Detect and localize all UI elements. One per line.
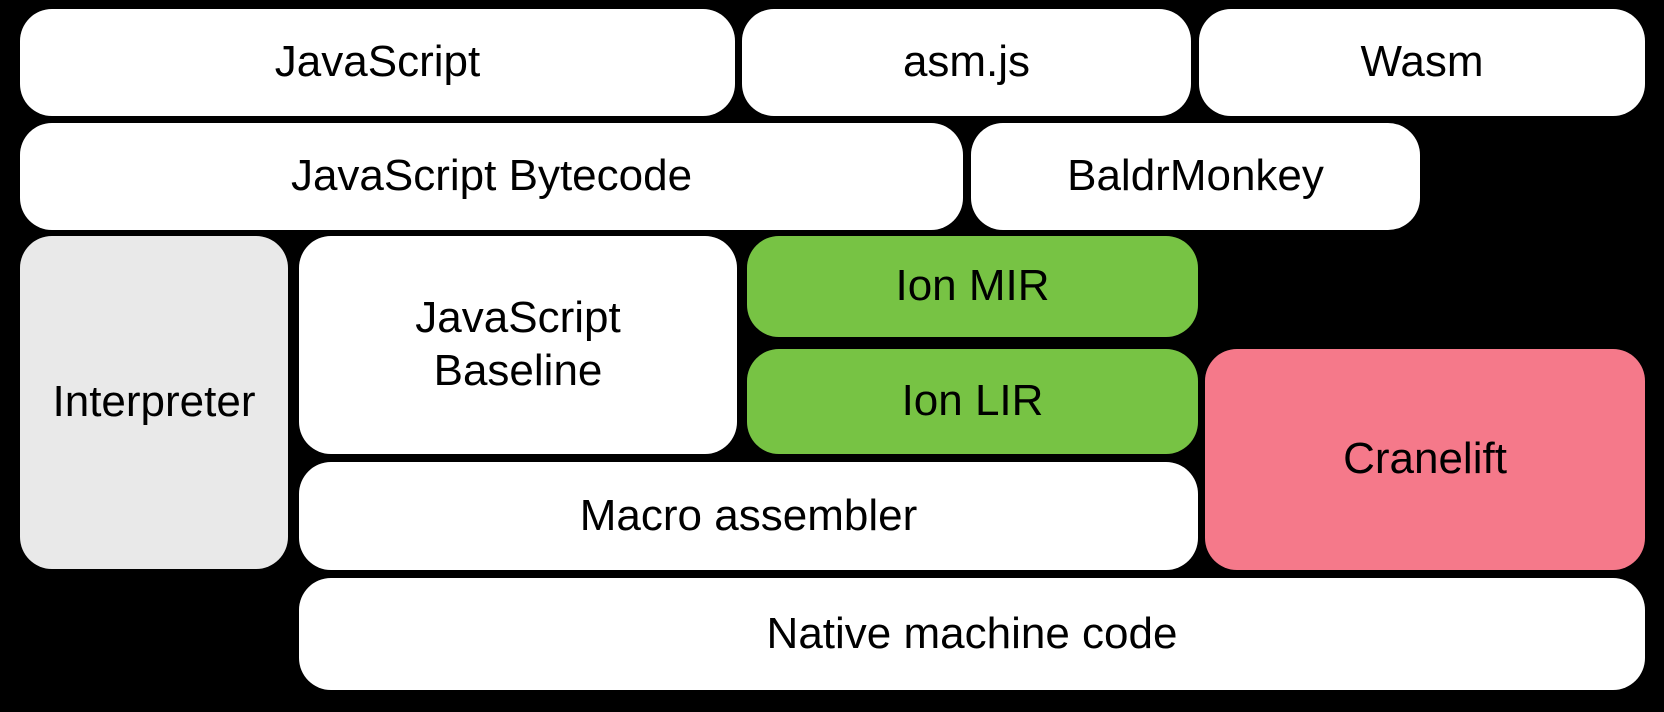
node-javascript: JavaScript <box>20 9 735 116</box>
node-baldrmonkey: BaldrMonkey <box>971 123 1420 230</box>
node-interpreter: Interpreter <box>20 236 288 569</box>
node-javascript-baseline: JavaScript Baseline <box>299 236 737 454</box>
node-macro-assembler: Macro assembler <box>299 462 1198 570</box>
node-wasm: Wasm <box>1199 9 1645 116</box>
node-cranelift: Cranelift <box>1205 349 1645 570</box>
node-asmjs: asm.js <box>742 9 1191 116</box>
node-native-machine-code: Native machine code <box>299 578 1645 690</box>
node-ion-lir: Ion LIR <box>747 349 1198 454</box>
node-ion-mir: Ion MIR <box>747 236 1198 337</box>
node-javascript-bytecode: JavaScript Bytecode <box>20 123 963 230</box>
